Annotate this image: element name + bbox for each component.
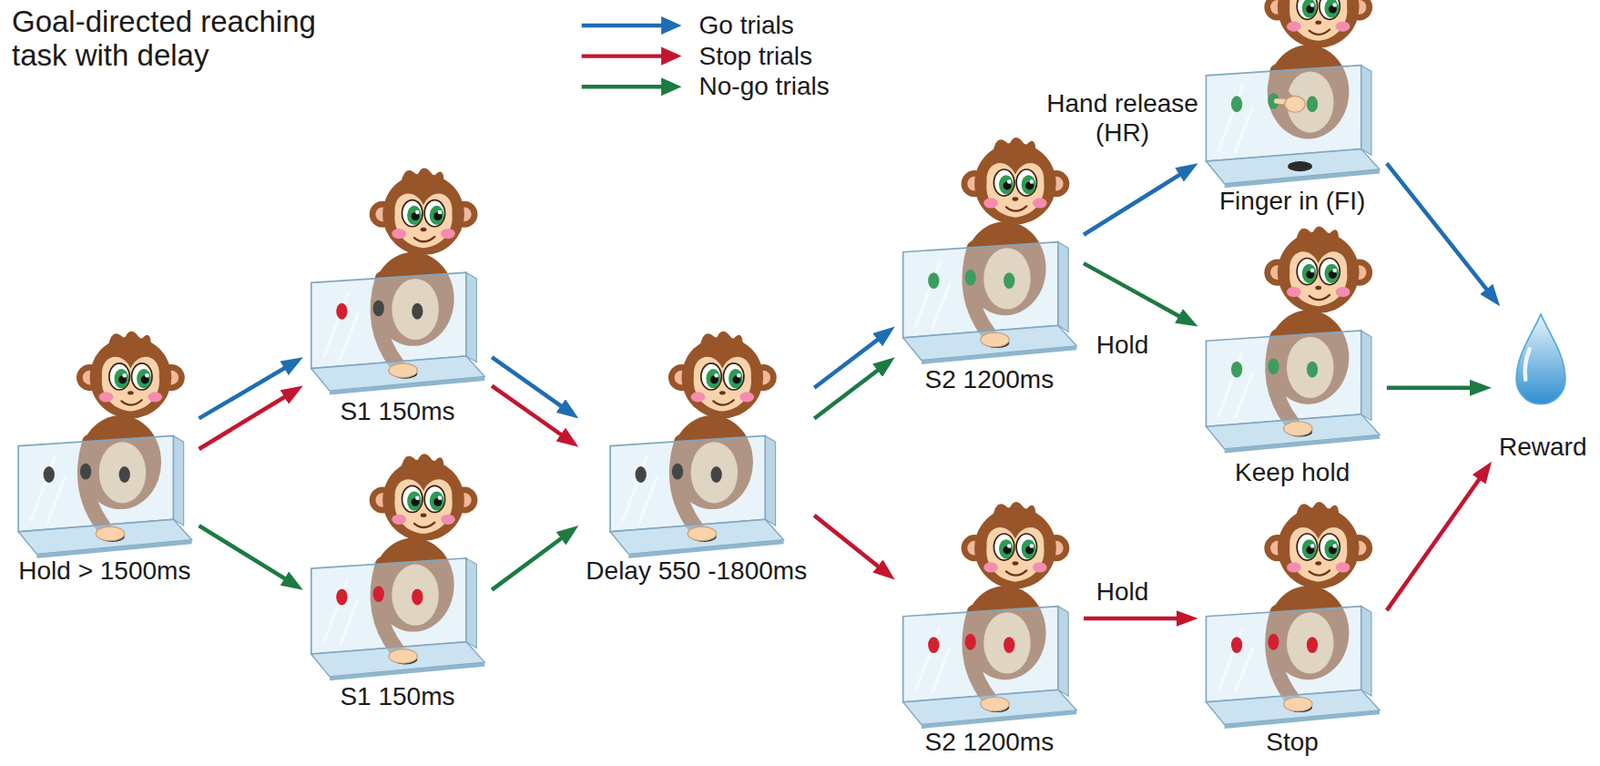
task-stage: S2 1200ms [895, 548, 1084, 757]
screen-dot [1267, 633, 1279, 651]
stage-label: Keep hold [1234, 458, 1350, 488]
legend-label: Go trials [699, 10, 795, 41]
trial-arrow [199, 390, 296, 449]
screen-dot [1306, 361, 1318, 378]
screen-dot [1231, 95, 1243, 113]
legend-label: Stop trials [699, 41, 814, 72]
stage-label: Reward [1498, 432, 1587, 462]
task-stage: Hold > 1500ms [10, 377, 199, 587]
task-stage: Finger in (FI) [1198, 7, 1387, 216]
task-stage: Reward [1491, 305, 1594, 462]
screen-dot [1003, 636, 1015, 653]
stage-label: Stop [1265, 727, 1319, 757]
task-stage: S1 150ms [303, 214, 492, 426]
screen-dot [119, 466, 131, 483]
arrow-label: Hold [1096, 577, 1150, 607]
water-drop [1516, 314, 1566, 405]
figure-title: Goal-directed reaching task with delay [11, 5, 349, 73]
task-stage: Keep hold [1198, 272, 1387, 488]
trial-arrow [491, 386, 571, 442]
screen-dot [1306, 95, 1318, 113]
monkey-panel [903, 137, 1077, 365]
trial-arrow [199, 525, 296, 585]
trial-arrow [814, 362, 888, 418]
screen-dot [336, 588, 347, 605]
screen-dot [964, 269, 976, 286]
trial-arrow [199, 361, 296, 418]
screen-dot [1231, 636, 1243, 653]
screen-dot [927, 272, 939, 289]
screen-dot [373, 585, 385, 602]
legend-arrow [581, 77, 683, 96]
screen-dot [964, 633, 976, 651]
trial-arrow [1386, 386, 1483, 391]
task-stage: S2 1200ms [895, 183, 1084, 395]
legend-arrow [581, 47, 683, 66]
legend-text: Go trials [699, 10, 795, 40]
trial-arrow [814, 515, 888, 574]
screen-dot [1306, 636, 1318, 653]
screen-dot [635, 466, 647, 483]
trial-arrow [491, 530, 571, 591]
stage-label: Delay 550 -1800ms [585, 556, 807, 586]
legend-arrow [581, 16, 683, 35]
screen-dot [411, 303, 423, 320]
screen-dot [1003, 272, 1015, 289]
trial-arrow [1083, 168, 1191, 235]
monkey-panel [311, 453, 485, 681]
legend-label: No-go trials [699, 71, 830, 102]
screen-dot [672, 463, 683, 480]
arrow-label: Hand release (HR) [1042, 89, 1203, 148]
legend-text: Stop trials [699, 41, 814, 71]
trial-arrow [1083, 616, 1190, 622]
screen-dot [1231, 361, 1243, 378]
trial-arrow [1386, 468, 1487, 611]
trial-arrow [1386, 163, 1495, 299]
screen-dot [43, 466, 55, 483]
legend-text: No-go trials [699, 71, 830, 101]
stage-label: S1 150ms [339, 397, 455, 427]
arrow-label: Hold [1096, 330, 1150, 360]
task-stage: S1 150ms [303, 499, 492, 712]
monkey-panel [610, 331, 784, 559]
stage-label: S1 150ms [339, 682, 455, 712]
monkey-panel [903, 501, 1077, 729]
trial-arrow [814, 332, 888, 388]
screen-dot [373, 299, 385, 316]
task-stage: Stop [1198, 548, 1387, 757]
screen-dot [1267, 357, 1279, 375]
monkey-panel [1205, 225, 1379, 453]
screen-dot [411, 588, 423, 605]
task-stage: Delay 550 -1800ms [578, 377, 815, 587]
screen-dot [80, 463, 92, 480]
monkey-panel [18, 331, 192, 559]
stage-label: S2 1200ms [925, 365, 1055, 395]
trial-arrow [491, 356, 571, 413]
stage-label: Finger in (FI) [1219, 186, 1366, 216]
screen-dot [710, 466, 722, 483]
monkey-panel [311, 168, 485, 396]
monkey-panel [1205, 0, 1379, 188]
trial-arrow [1083, 263, 1191, 323]
stage-label: Hold > 1500ms [18, 556, 191, 586]
screen-dot [927, 636, 939, 653]
screen-dot [336, 303, 347, 320]
monkey-panel [1205, 501, 1379, 729]
stage-label: S2 1200ms [925, 727, 1055, 757]
